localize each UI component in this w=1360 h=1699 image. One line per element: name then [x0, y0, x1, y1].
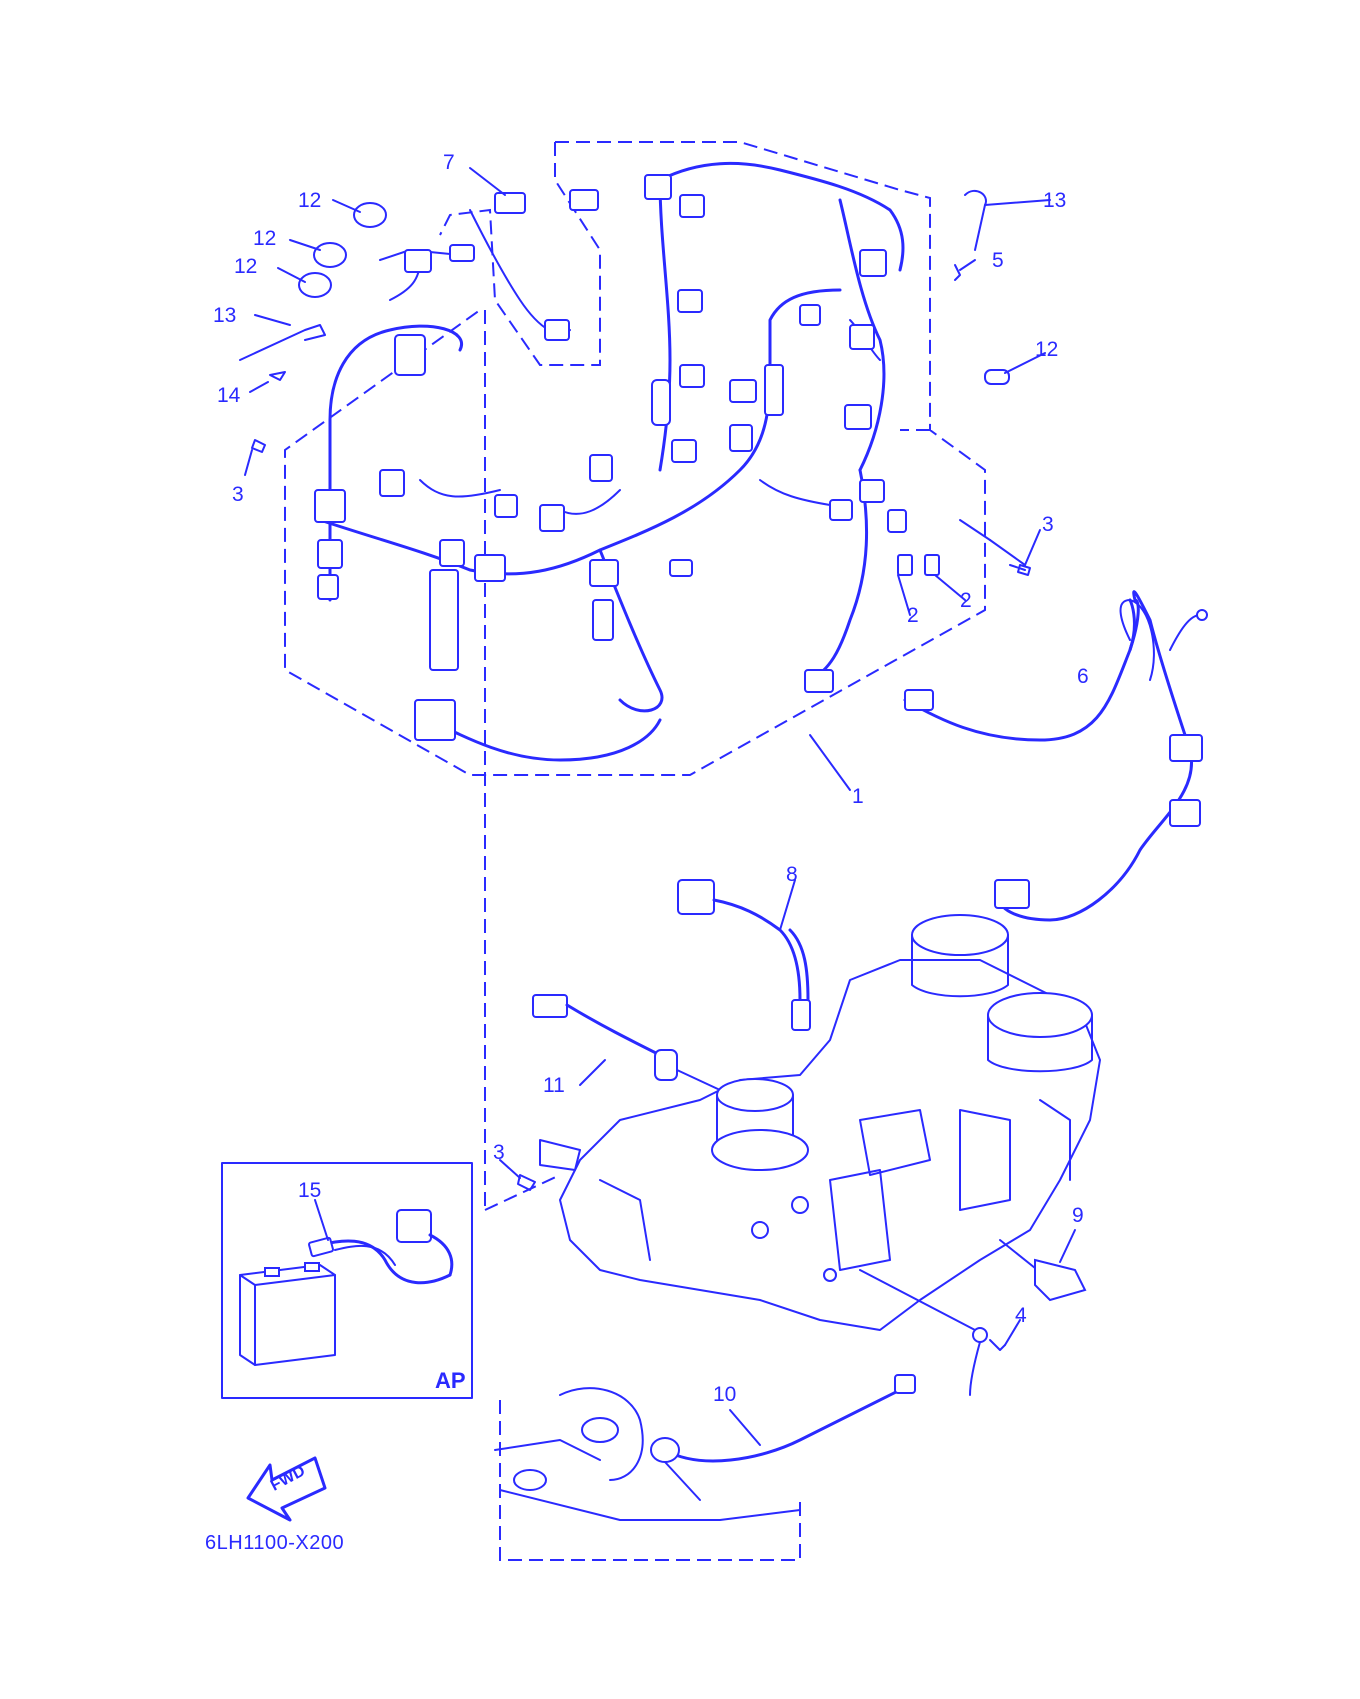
- sensor-9: [999, 1229, 1087, 1302]
- callout-12d: 12: [1035, 338, 1059, 361]
- clips-and-bands: [239, 189, 1031, 576]
- callout-12b: 12: [253, 227, 277, 250]
- bolt-4: [859, 1269, 1021, 1396]
- callout-15: 15: [298, 1179, 322, 1202]
- leader-lines: [244, 167, 1051, 791]
- callout-1: 1: [852, 785, 864, 808]
- drawing-code: 6LH1100-X200: [205, 1532, 345, 1554]
- callout-5: 5: [992, 249, 1004, 272]
- callout-2a: 2: [907, 604, 919, 627]
- sensor-8: [677, 879, 811, 1031]
- harness-outline: [284, 141, 986, 1211]
- callout-11: 11: [543, 1074, 565, 1097]
- callout-3c: 3: [493, 1141, 505, 1164]
- fwd-arrow: [246, 1456, 327, 1522]
- sensor-11: [532, 994, 721, 1091]
- callout-6: 6: [1077, 665, 1089, 688]
- cable-10: [494, 1374, 916, 1561]
- callout-12c: 12: [234, 255, 258, 278]
- callout-4: 4: [1015, 1304, 1027, 1327]
- callout-13a: 13: [213, 304, 237, 327]
- inset-label-ap: AP: [435, 1368, 466, 1393]
- callout-10: 10: [713, 1383, 737, 1406]
- callout-3b: 3: [1042, 513, 1054, 536]
- callout-7: 7: [443, 151, 455, 174]
- engine-block: [539, 914, 1101, 1331]
- sub-harness-6: [903, 590, 1208, 922]
- callout-8: 8: [786, 863, 798, 886]
- ap-inset: [221, 1162, 473, 1399]
- callout-12a: 12: [298, 189, 322, 212]
- callout-14: 14: [217, 384, 241, 407]
- main-wiring-harness: [314, 161, 940, 762]
- callout-9: 9: [1072, 1204, 1084, 1227]
- bolts-3: [499, 564, 1026, 1191]
- callout-3a: 3: [232, 483, 244, 506]
- callout-13b: 13: [1043, 189, 1067, 212]
- callout-2b: 2: [960, 589, 972, 612]
